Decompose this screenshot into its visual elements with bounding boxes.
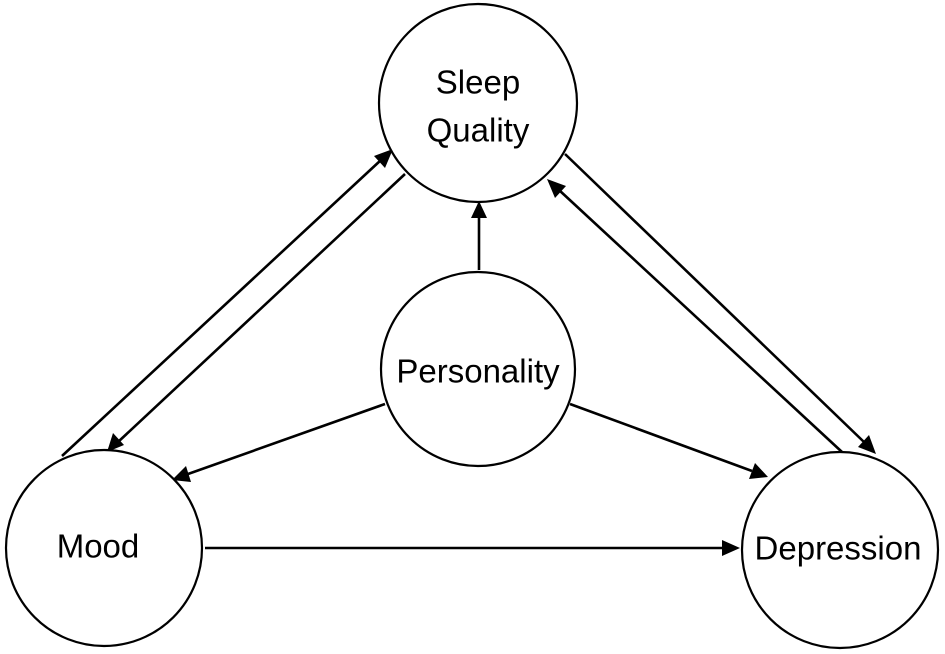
- arrowhead-personality-to-sleep-quality: [471, 201, 487, 218]
- arrowhead-mood-to-depression: [722, 540, 740, 556]
- node-sleep-quality-label-line2: Quality: [427, 112, 530, 149]
- node-sleep-quality: Sleep Quality: [377, 2, 579, 204]
- node-depression-circle: [740, 450, 940, 650]
- node-mood-circle: [4, 448, 204, 648]
- node-personality-label: Personality: [396, 353, 560, 390]
- arrowhead-sleep-quality-to-mood: [107, 433, 124, 452]
- edge-depression-to-sleep-quality: [558, 189, 843, 453]
- arrowhead-mood-to-sleep-quality: [374, 149, 393, 168]
- arrowhead-personality-to-mood: [172, 466, 191, 482]
- arrowhead-depression-to-sleep-quality: [547, 179, 566, 198]
- node-personality-circle: [379, 270, 577, 468]
- arrowhead-sleep-quality-to-depression: [858, 435, 876, 454]
- edge-personality-to-mood: [187, 402, 386, 476]
- node-sleep-quality-circle: [377, 2, 579, 204]
- arrowhead-personality-to-depression: [749, 463, 768, 479]
- node-personality: Personality: [379, 270, 577, 468]
- edges-group: [61, 149, 876, 556]
- edge-mood-to-sleep-quality: [61, 159, 382, 457]
- edge-sleep-quality-to-mood: [117, 173, 406, 443]
- node-depression: Depression: [740, 450, 940, 650]
- node-depression-label: Depression: [755, 530, 922, 567]
- node-sleep-quality-label-line1: Sleep: [436, 64, 520, 101]
- edge-personality-to-depression: [569, 402, 753, 473]
- node-mood-label: Mood: [57, 528, 140, 565]
- node-mood: Mood: [4, 448, 204, 648]
- edge-sleep-quality-to-depression: [564, 153, 865, 443]
